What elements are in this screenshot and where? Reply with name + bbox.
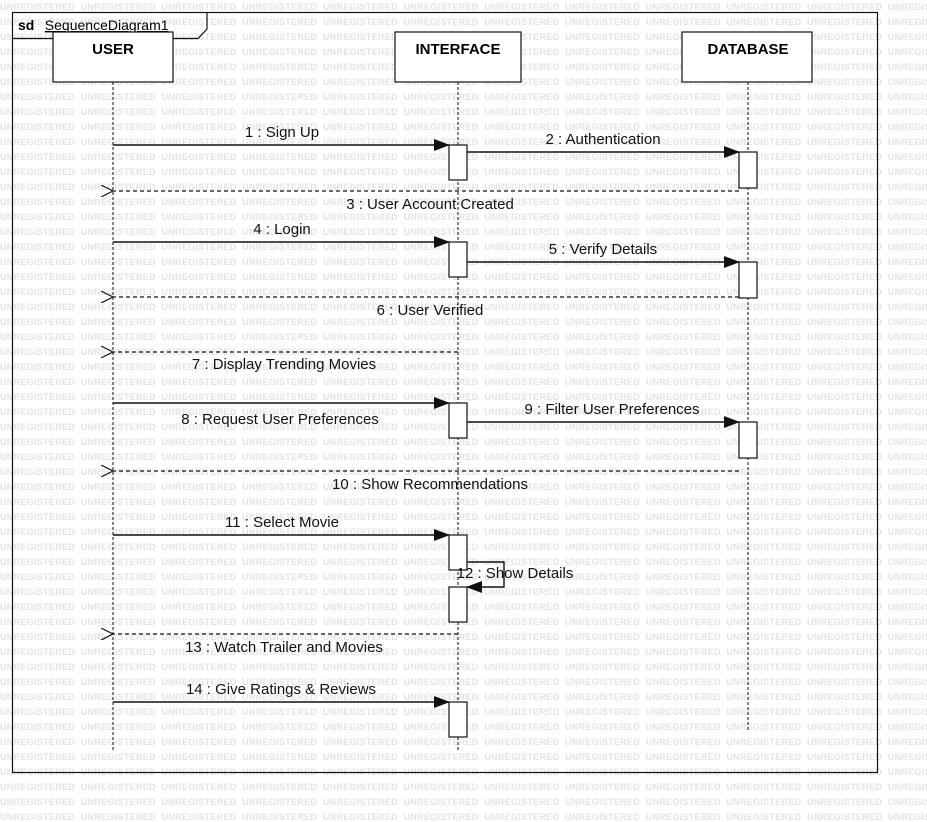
frame-keyword: sd	[18, 17, 34, 33]
lifeline-user-head[interactable]	[52, 31, 174, 83]
message-4-label: 4 : Login	[253, 221, 311, 238]
frame-label: sd SequenceDiagram1	[18, 17, 169, 34]
lifeline-interface-head[interactable]	[394, 31, 522, 83]
message-13[interactable]: 13 : Watch Trailer and Movies	[113, 634, 458, 656]
message-9[interactable]: 9 : Filter User Preferences	[467, 401, 740, 428]
message-3-label: 3 : User Account Created	[346, 196, 514, 213]
message-14[interactable]: 14 : Give Ratings & Reviews	[113, 681, 450, 708]
lifeline-interface-title: INTERFACE	[415, 41, 500, 58]
message-11-label: 11 : Select Movie	[225, 514, 339, 531]
message-5-label: 5 : Verify Details	[549, 241, 657, 258]
message-7-label: 7 : Display Trending Movies	[192, 356, 376, 373]
activation-interface-3[interactable]	[448, 402, 468, 439]
activation-interface-6[interactable]	[448, 701, 468, 738]
activation-database-1[interactable]	[738, 151, 758, 189]
activation-database-3[interactable]	[738, 421, 758, 459]
message-14-label: 14 : Give Ratings & Reviews	[186, 681, 376, 698]
lifeline-database-head[interactable]	[681, 31, 813, 83]
activation-interface-5[interactable]	[448, 586, 468, 623]
message-1[interactable]: 1 : Sign Up	[113, 124, 450, 151]
message-8-label: 8 : Request User Preferences	[181, 411, 379, 428]
message-8[interactable]: 8 : Request User Preferences	[113, 397, 450, 428]
lifeline-user-title: USER	[92, 41, 134, 58]
frame-name: SequenceDiagram1	[45, 17, 169, 33]
activation-interface-4[interactable]	[448, 534, 468, 571]
lifeline-user[interactable]: USER	[52, 31, 174, 752]
activation-interface-2[interactable]	[448, 241, 468, 278]
message-7[interactable]: 7 : Display Trending Movies	[113, 352, 458, 373]
message-4[interactable]: 4 : Login	[113, 221, 450, 248]
message-10-label: 10 : Show Recommendations	[332, 476, 528, 493]
activation-database-2[interactable]	[738, 261, 758, 299]
message-10[interactable]: 10 : Show Recommendations	[113, 471, 739, 493]
message-13-label: 13 : Watch Trailer and Movies	[185, 639, 383, 656]
lifeline-database-title: DATABASE	[707, 41, 788, 58]
message-5[interactable]: 5 : Verify Details	[467, 241, 740, 268]
message-11[interactable]: 11 : Select Movie	[113, 514, 450, 541]
activation-interface-1[interactable]	[448, 144, 468, 181]
message-9-label: 9 : Filter User Preferences	[524, 401, 699, 418]
lifeline-database[interactable]: DATABASE	[681, 31, 813, 732]
message-2[interactable]: 2 : Authentication	[467, 131, 740, 158]
message-1-label: 1 : Sign Up	[245, 124, 319, 141]
message-12-arrow	[466, 561, 505, 593]
message-12[interactable]: 12 : Show Details	[457, 561, 574, 593]
message-2-label: 2 : Authentication	[545, 131, 660, 148]
message-12-label: 12 : Show Details	[457, 565, 574, 582]
diagram-frame	[11, 11, 879, 774]
message-6-label: 6 : User Verified	[377, 302, 484, 319]
message-3[interactable]: 3 : User Account Created	[113, 191, 739, 213]
message-6[interactable]: 6 : User Verified	[113, 297, 739, 319]
lifeline-interface[interactable]: INTERFACE	[394, 31, 522, 752]
